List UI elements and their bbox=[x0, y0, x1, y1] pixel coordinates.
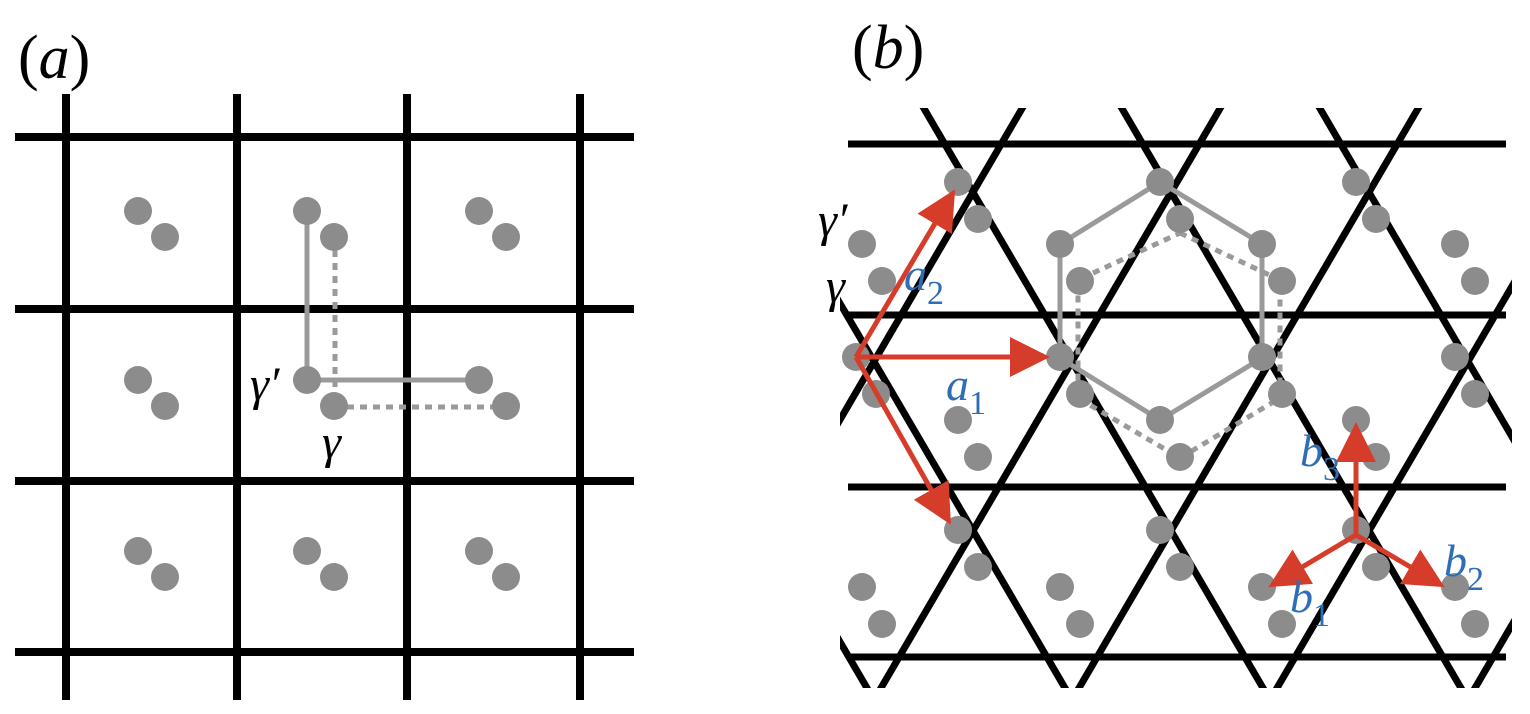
site-dot bbox=[848, 573, 876, 601]
vector-a2-label: a2 bbox=[904, 249, 944, 312]
site-dot bbox=[848, 230, 876, 258]
site-dot bbox=[1146, 168, 1174, 196]
site-dot bbox=[1046, 230, 1074, 258]
site-dot bbox=[293, 366, 321, 394]
lattice-falling-diagonal bbox=[840, 296, 1070, 688]
lattice-rising-diagonal bbox=[840, 108, 1027, 427]
site-dot bbox=[1441, 343, 1469, 371]
site-dot bbox=[1046, 573, 1074, 601]
site-dot bbox=[1268, 267, 1296, 295]
site-dot bbox=[1146, 406, 1174, 434]
site-dot bbox=[1248, 573, 1276, 601]
site-dot bbox=[944, 516, 972, 544]
lattice-rising-diagonal bbox=[478, 100, 829, 700]
lattice-vectors bbox=[853, 189, 1445, 588]
panel-a-label: (a) bbox=[18, 24, 90, 92]
site-dot bbox=[964, 443, 992, 471]
site-dot bbox=[1461, 610, 1489, 638]
vector-b3-label: b3 bbox=[1300, 425, 1340, 488]
panel-b-triangular-lattice: (b) γ′ γ a2 a1 b3 b1 b2 bbox=[0, 14, 1530, 700]
site-dot bbox=[465, 537, 493, 565]
gamma-label-a: γ bbox=[322, 416, 342, 469]
site-dot bbox=[868, 610, 896, 638]
site-dot bbox=[151, 563, 179, 591]
lattice-falling-diagonal bbox=[919, 108, 1268, 688]
lattice-rising-diagonal bbox=[1272, 279, 1512, 688]
lattice-falling-diagonal bbox=[127, 100, 478, 700]
vector-a3-arrow bbox=[853, 355, 951, 525]
site-dot bbox=[293, 537, 321, 565]
site-dot bbox=[1046, 343, 1074, 371]
site-dot bbox=[124, 197, 152, 225]
site-dot bbox=[1342, 168, 1370, 196]
site-dots-a bbox=[124, 197, 520, 591]
site-dot bbox=[465, 197, 493, 225]
site-dot bbox=[1362, 553, 1390, 581]
site-dot bbox=[1268, 610, 1296, 638]
vector-a2-arrow bbox=[853, 189, 956, 359]
site-dot bbox=[151, 392, 179, 420]
lattice-rising-diagonal bbox=[0, 100, 235, 700]
site-dot bbox=[320, 392, 348, 420]
vector-b1-arrow bbox=[1268, 532, 1358, 588]
square-lattice-lines bbox=[15, 94, 634, 700]
site-dot bbox=[465, 366, 493, 394]
site-dot bbox=[944, 406, 972, 434]
site-dot bbox=[124, 366, 152, 394]
panel-b-label: (b) bbox=[852, 14, 924, 82]
vector-b2-arrow bbox=[1354, 532, 1445, 588]
site-dot bbox=[1362, 443, 1390, 471]
panel-a-square-lattice: (a) γ′ γ bbox=[15, 24, 634, 700]
site-dot bbox=[124, 537, 152, 565]
site-dot bbox=[320, 563, 348, 591]
site-dot bbox=[964, 205, 992, 233]
gamma-label-b: γ bbox=[826, 260, 846, 313]
site-dot bbox=[492, 223, 520, 251]
gamma-prime-label-b: γ′ bbox=[818, 194, 849, 247]
site-dot bbox=[1066, 380, 1094, 408]
site-dot bbox=[1166, 553, 1194, 581]
vector-a1-label: a1 bbox=[946, 359, 986, 422]
vector-b1-label: b1 bbox=[1290, 571, 1330, 634]
site-dot bbox=[1461, 267, 1489, 295]
site-dot bbox=[293, 197, 321, 225]
site-dot bbox=[1166, 443, 1194, 471]
site-dot bbox=[1248, 343, 1276, 371]
site-dot bbox=[944, 168, 972, 196]
site-dot bbox=[1362, 205, 1390, 233]
lattice-diagonal-lines bbox=[0, 100, 1530, 700]
site-dot bbox=[1066, 610, 1094, 638]
site-dot bbox=[1441, 573, 1469, 601]
site-dot bbox=[492, 563, 520, 591]
vector-b2-label: b2 bbox=[1444, 535, 1484, 598]
site-dot bbox=[1441, 230, 1469, 258]
site-dot bbox=[320, 223, 348, 251]
lattice-rising-diagonal bbox=[876, 108, 1225, 688]
site-dot bbox=[1066, 267, 1094, 295]
site-dot bbox=[868, 267, 896, 295]
gamma-prime-label-a: γ′ bbox=[250, 358, 281, 411]
lattice-falling-diagonal bbox=[1513, 100, 1530, 700]
site-dot bbox=[1166, 205, 1194, 233]
site-dot bbox=[1461, 380, 1489, 408]
lattice-falling-diagonal bbox=[840, 634, 872, 688]
site-dot bbox=[1146, 516, 1174, 544]
site-dot bbox=[1342, 406, 1370, 434]
site-dot bbox=[964, 553, 992, 581]
site-dot bbox=[492, 392, 520, 420]
site-dot bbox=[1268, 380, 1296, 408]
lattice-falling-diagonal bbox=[1315, 108, 1512, 444]
triangular-lattice-lines bbox=[0, 100, 1530, 700]
lattice-rising-diagonal bbox=[1074, 108, 1423, 688]
site-dot bbox=[151, 223, 179, 251]
site-dot bbox=[1248, 230, 1276, 258]
